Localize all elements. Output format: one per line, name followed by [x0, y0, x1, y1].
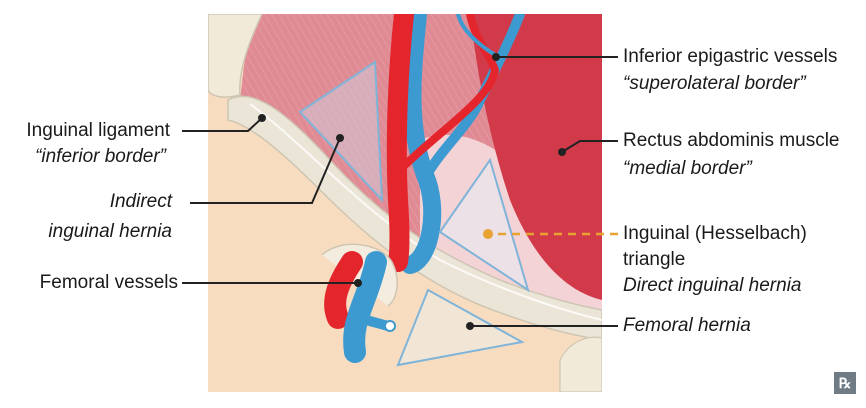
rx-logo: ℞ — [834, 372, 856, 394]
label-femoral-vessels: Femoral vessels — [39, 272, 178, 293]
indirect-hernia-region — [298, 60, 384, 203]
label-epigastric: Inferior epigastric vessels — [623, 46, 838, 67]
label-hesselbach-1: Inguinal (Hesselbach) — [623, 223, 807, 244]
label-rectus: Rectus abdominis muscle — [623, 130, 840, 151]
hesselbach-triangle — [438, 157, 530, 293]
artery-main — [386, 14, 414, 272]
label-femoral-hernia: Femoral hernia — [623, 315, 751, 336]
leader-rectus — [561, 140, 618, 153]
iliac-bone — [208, 14, 263, 98]
label-inguinal-ligament: Inguinal ligament — [26, 120, 170, 141]
label-indirect-1: Indirect — [109, 191, 172, 212]
label-hesselbach-2: triangle — [623, 249, 686, 270]
label-rectus-note: “medial border” — [623, 158, 752, 179]
femoral-vein — [343, 251, 387, 363]
femoral-hernia-region — [396, 288, 525, 367]
femoral-artery — [324, 251, 363, 329]
leader-inguinal-ligament — [182, 117, 263, 132]
inferior-epigastric-artery — [398, 14, 500, 172]
label-inguinal-ligament-note: “inferior border” — [35, 146, 166, 167]
label-indirect-2: inguinal hernia — [48, 221, 172, 242]
label-direct-hernia: Direct inguinal hernia — [623, 275, 802, 296]
leader-indirect-hernia — [190, 137, 341, 204]
label-epigastric-note: “superolateral border” — [623, 73, 806, 94]
